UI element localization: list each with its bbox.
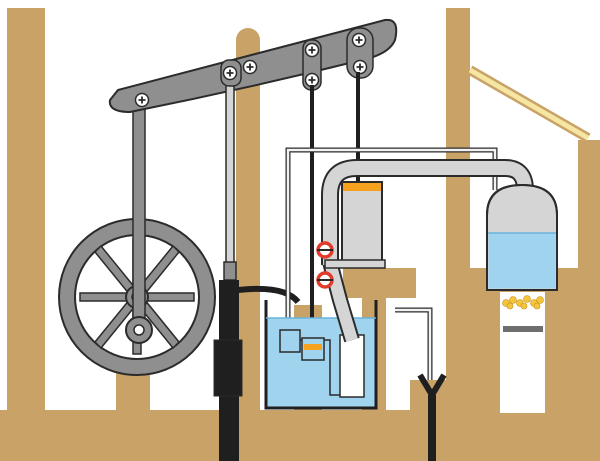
pump-rod (223, 74, 237, 281)
main-steam-pipe (321, 159, 534, 265)
bolt-icon (242, 59, 258, 75)
right-wall-post (446, 8, 470, 413)
connecting-rod (125, 101, 153, 344)
valve-icon (316, 271, 334, 289)
cylinder-base (324, 259, 386, 269)
bolt-icon (222, 65, 238, 81)
air-pump (301, 337, 325, 361)
roof-window (467, 65, 591, 143)
condenser (264, 300, 378, 410)
cylinder (324, 181, 386, 269)
boiler (486, 183, 558, 291)
hot-well (339, 334, 365, 398)
bolt-icon (352, 59, 368, 75)
bolt-icon (304, 72, 320, 88)
cylinder-steam (343, 183, 381, 191)
pivot-bolts (134, 32, 368, 108)
valve-icon (316, 241, 334, 259)
furnace-right-post (545, 268, 578, 413)
valve-shelf (343, 268, 416, 298)
wooden-frame (0, 8, 600, 461)
bolt-icon (134, 92, 150, 108)
drain-pipe (417, 373, 447, 461)
furnace-fire (500, 292, 545, 332)
flame-icon (502, 295, 544, 310)
steam-valves (316, 241, 334, 289)
cold-water-pump (213, 280, 301, 461)
exhaust-pipe (322, 259, 360, 343)
bolt-icon (304, 42, 320, 58)
right-outer-post (578, 140, 600, 413)
furnace-opening (500, 335, 545, 413)
condenser-chamber (279, 329, 301, 353)
left-post (7, 8, 45, 413)
floor-beam (0, 410, 600, 461)
center-post-cap (236, 28, 260, 52)
bolt-icon (351, 32, 367, 48)
